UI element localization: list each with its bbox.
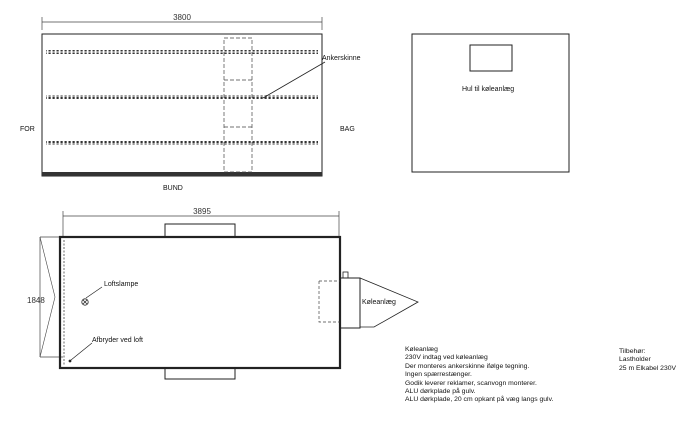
side-view: 3800 Ankerskinne FOR BAG BUND xyxy=(20,13,361,192)
cooler-label: Køleanlæg xyxy=(362,299,396,306)
notes-line: Ingen spærrestænger. xyxy=(405,371,472,379)
side-length-dim: 3800 xyxy=(173,13,191,22)
anchor-rail-1 xyxy=(46,50,318,54)
notes-line: Der monteres ankerskinne ifølge tegning. xyxy=(405,362,530,370)
rail-label: Ankerskinne xyxy=(322,55,361,62)
accessories-line: Lastholder xyxy=(619,356,651,364)
side-base xyxy=(42,172,322,176)
hole-label: Hul til køleanlæg xyxy=(462,86,514,93)
label-rear: BAG xyxy=(340,126,355,133)
end-view: Hul til køleanlæg xyxy=(411,33,570,173)
notes-line: Godik leverer reklamer, scanvogn montere… xyxy=(405,379,537,387)
switch-icon xyxy=(68,359,72,363)
notes-line: 230V indtag ved køleanlæg xyxy=(405,354,488,362)
switch-label: Afbryder ved loft xyxy=(92,337,143,344)
top-width-dim: 1848 xyxy=(27,296,45,305)
anchor-rail-3 xyxy=(46,141,318,145)
wheel-arch-top xyxy=(164,223,236,238)
notes-line: ALU dørkplade, 20 cm opkant på væg langs… xyxy=(405,396,554,404)
cooler-unit xyxy=(339,277,361,329)
cooler-plug xyxy=(342,271,349,279)
notes-line: ALU dørkplade på gulv. xyxy=(405,388,476,396)
accessories-block: Tilbehør: Lastholder 25 m Elkabel 230V xyxy=(619,348,676,373)
lamp-leader-line xyxy=(85,286,103,299)
top-view: 3895 1848 Loftslampe Afbryder ved loft K… xyxy=(27,207,419,380)
notes-block: Køleanlæg 230V indtag ved køleanlæg Der … xyxy=(405,346,553,405)
lamp-label: Loftslampe xyxy=(104,281,138,288)
drawbar xyxy=(359,277,419,328)
side-hidden-frame xyxy=(223,37,253,173)
top-length-dim: 3895 xyxy=(193,207,211,216)
label-bottom: BUND xyxy=(163,185,183,192)
cooler-hole xyxy=(469,44,513,72)
anchor-rail-2 xyxy=(46,95,318,99)
rail-leader-line xyxy=(262,61,326,99)
cooler-hidden-outline xyxy=(318,280,340,323)
accessories-title: Tilbehør: xyxy=(619,348,646,355)
switch-leader-line xyxy=(70,342,93,361)
lamp-icon xyxy=(81,298,89,306)
end-body xyxy=(411,33,570,173)
top-body xyxy=(58,235,342,370)
accessories-line: 25 m Elkabel 230V xyxy=(619,364,677,372)
label-front: FOR xyxy=(20,126,35,133)
side-body xyxy=(41,33,323,177)
notes-title: Køleanlæg xyxy=(405,346,438,353)
wheel-arch-bottom xyxy=(164,367,236,380)
